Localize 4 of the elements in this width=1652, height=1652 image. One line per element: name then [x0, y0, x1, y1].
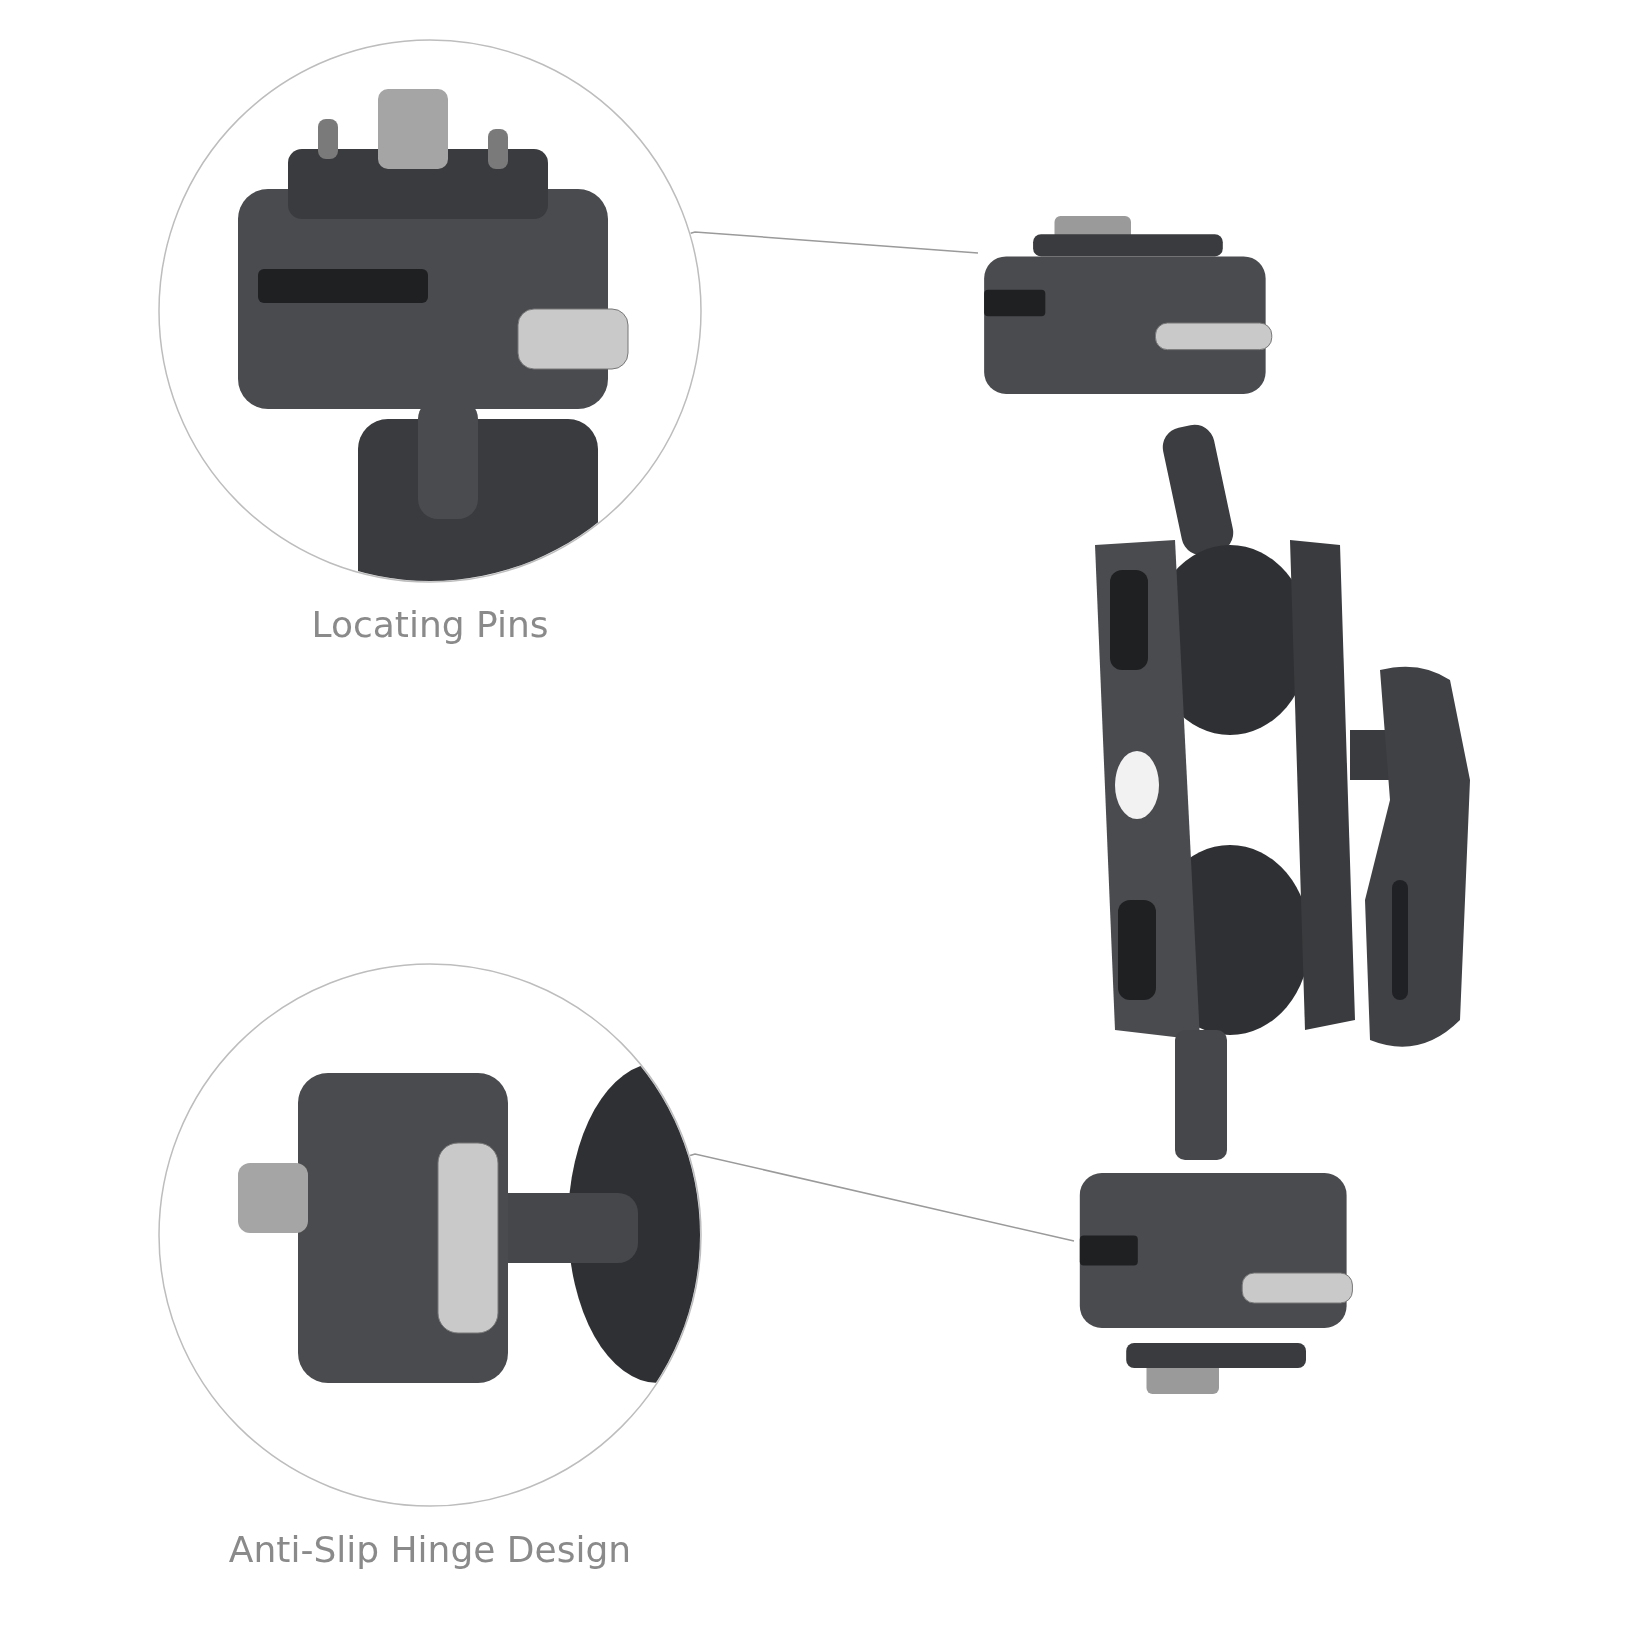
callout-label: Anti-Slip Hinge Design	[227, 1529, 633, 1570]
leader-line	[689, 1153, 1075, 1242]
leader-line	[689, 231, 979, 254]
callout-label: Locating Pins	[310, 604, 550, 645]
